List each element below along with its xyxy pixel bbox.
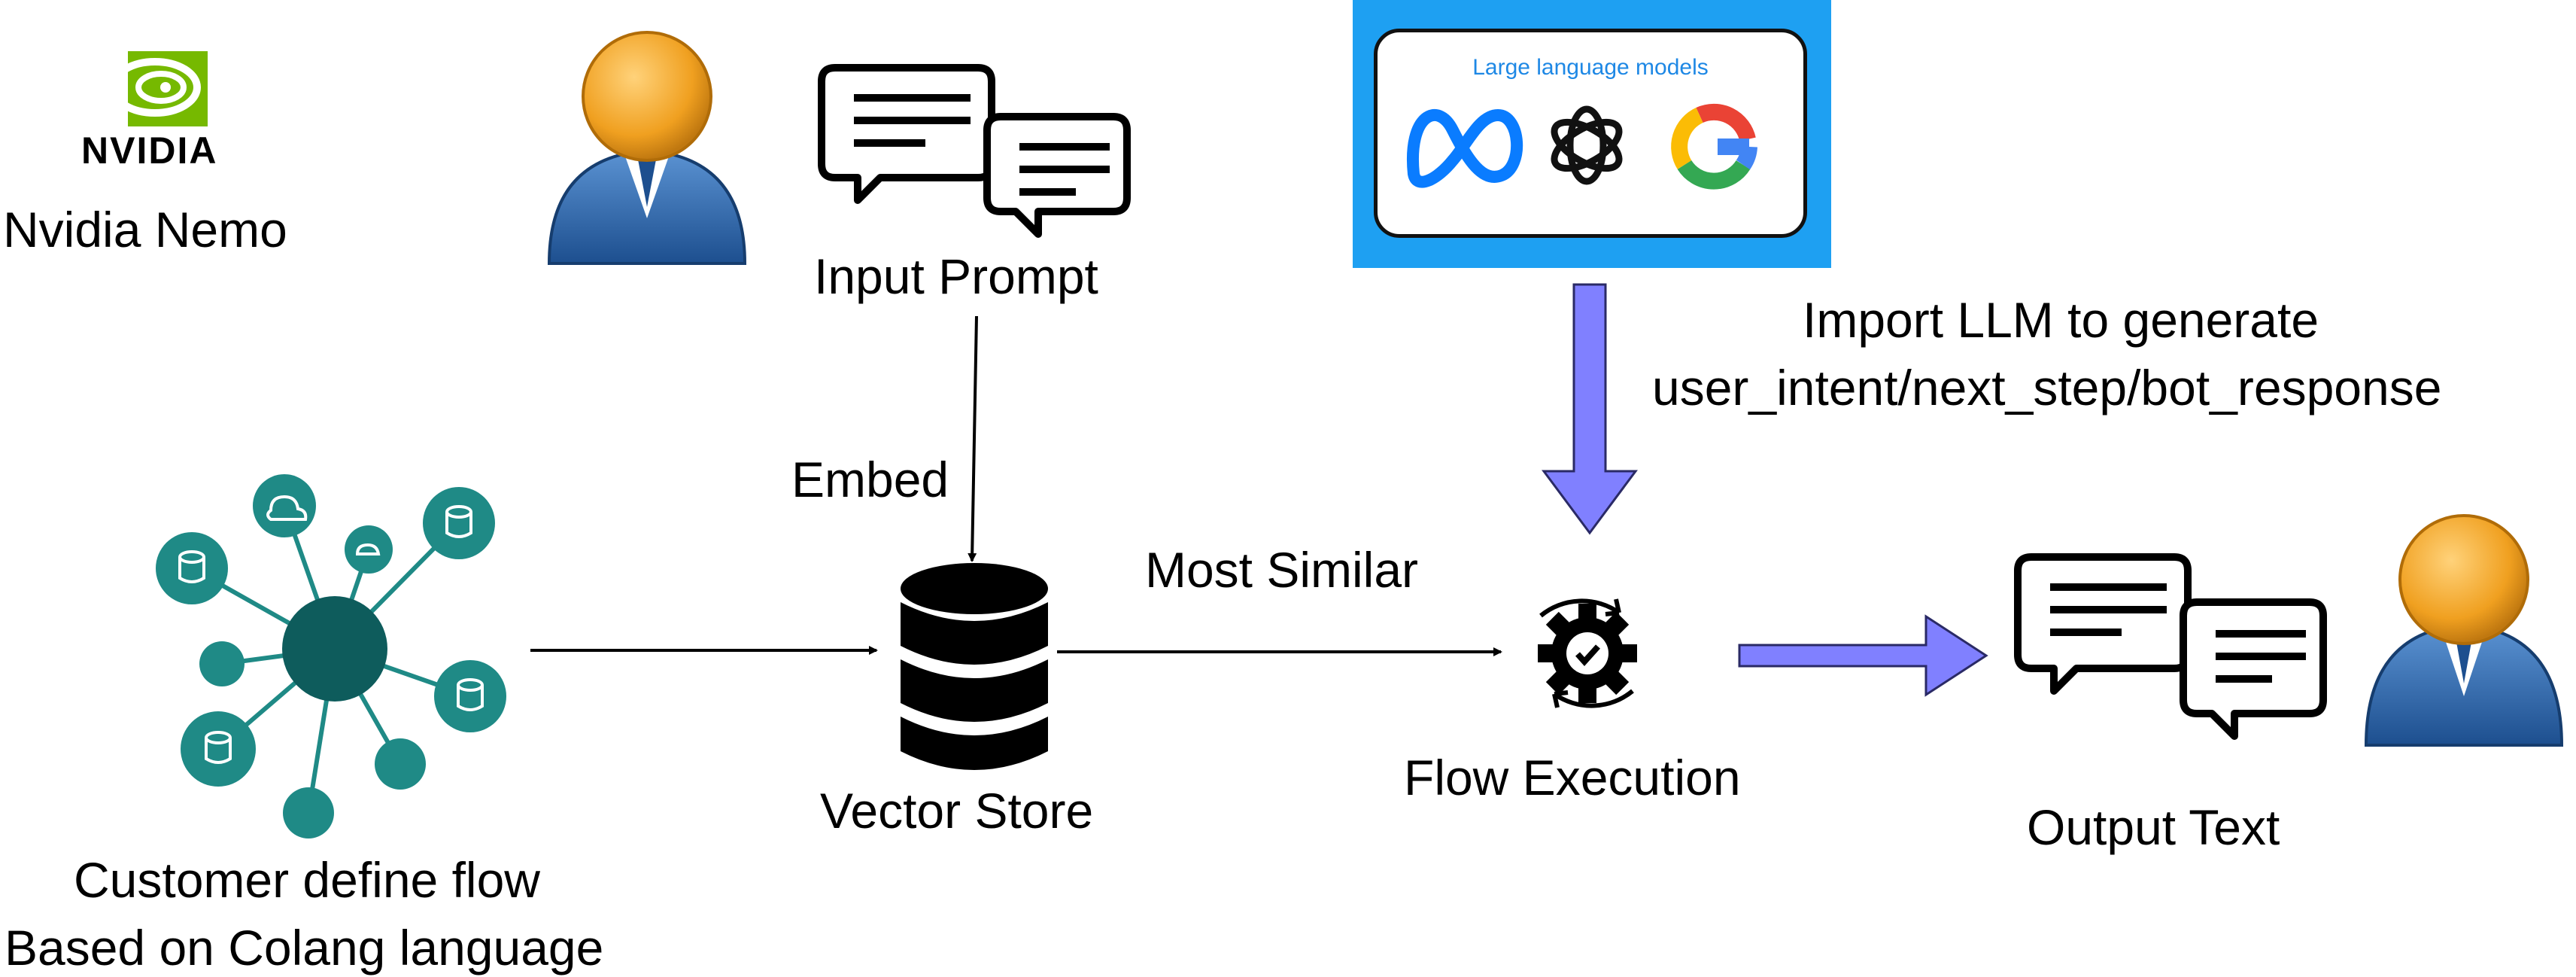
network-graph-icon <box>156 474 506 839</box>
user-avatar-icon <box>547 31 747 265</box>
gear-check-icon <box>1538 598 1637 708</box>
database-icon <box>901 563 1048 770</box>
nvidia-logo-icon <box>98 51 208 126</box>
embed-label: Embed <box>791 452 949 507</box>
llm-panel-title: Large language models <box>1472 55 1709 80</box>
most-similar-label: Most Similar <box>1145 542 1419 598</box>
llm-panel: Large language models <box>1353 0 1831 268</box>
user-avatar-icon <box>2364 514 2564 747</box>
import-llm-label-1: Import LLM to generate <box>1803 292 2319 348</box>
nvidia-wordmark: NVIDIA <box>81 129 218 172</box>
input-prompt-label: Input Prompt <box>814 248 1098 304</box>
embed-arrow <box>968 315 978 562</box>
openai-logo-icon <box>1551 105 1623 185</box>
customer-flow-label-2: Based on Colang language <box>5 920 604 975</box>
brand-name: Nvidia Nemo <box>3 202 287 257</box>
output-chat-icon <box>2014 553 2327 740</box>
import-llm-label-2: user_intent/next_step/bot_response <box>1652 360 2442 415</box>
google-logo-icon <box>1671 103 1757 190</box>
output-text-label: Output Text <box>2027 799 2280 855</box>
meta-logo-icon <box>1406 109 1523 188</box>
customer-flow-label-1: Customer define flow <box>74 852 540 908</box>
llm-down-arrow <box>1542 283 1638 535</box>
flow-execution-label: Flow Execution <box>1404 750 1741 805</box>
llm-panel-card: Large language models <box>1374 29 1807 238</box>
vector-store-label: Vector Store <box>820 783 1094 839</box>
chat-bubbles-icon <box>818 64 1131 238</box>
output-arrow <box>1738 614 1988 697</box>
